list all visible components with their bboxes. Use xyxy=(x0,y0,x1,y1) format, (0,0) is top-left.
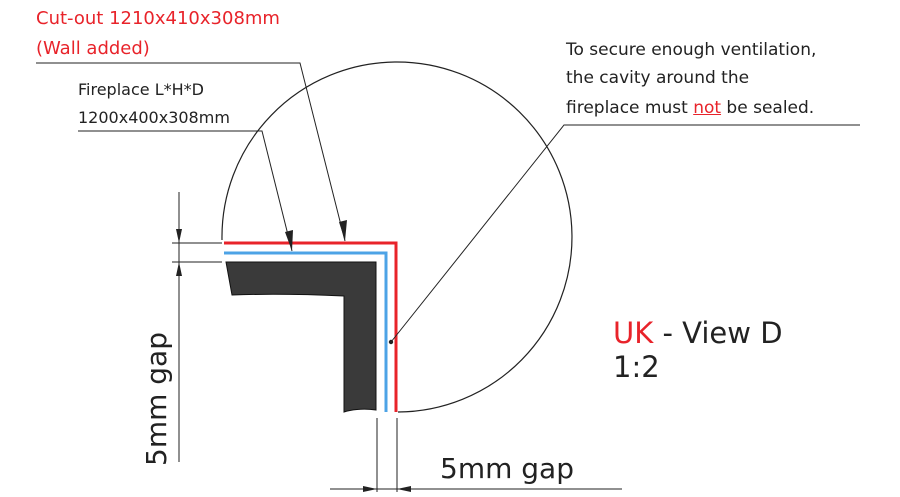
fireplace-label-line2: 1200x400x308mm xyxy=(78,108,230,127)
cutout-label-line2: (Wall added) xyxy=(36,38,150,59)
fireplace-outline xyxy=(224,251,388,412)
hgap-arrow-right xyxy=(397,486,411,492)
cutout-leader-arrow xyxy=(339,220,347,241)
gap-label-vertical: 5mm gap xyxy=(140,332,173,466)
fireplace-leader-arrow xyxy=(285,230,293,251)
cutout-line xyxy=(224,241,398,412)
ventilation-note-pre: fireplace must xyxy=(566,98,694,118)
vgap-arrow-bottom xyxy=(176,262,182,276)
gap-label-horizontal: 5mm gap xyxy=(440,452,574,485)
view-scale: 1:2 xyxy=(613,350,660,384)
ventilation-note-post: be sealed. xyxy=(721,98,815,118)
fireplace-label-line1: Fireplace L*H*D xyxy=(78,80,204,99)
view-title-suffix: - View D xyxy=(653,316,783,350)
note-leader xyxy=(390,124,860,343)
ventilation-note-line3: fireplace must not be sealed. xyxy=(566,98,814,118)
view-title-prefix: UK xyxy=(613,316,654,350)
note-leader-dot xyxy=(388,339,394,345)
ventilation-note-line2: the cavity around the xyxy=(566,68,750,88)
vgap-arrow-top xyxy=(176,229,182,243)
hgap-arrow-left xyxy=(363,486,377,492)
view-title: UK - View D xyxy=(613,316,783,350)
fireplace-leader xyxy=(78,130,293,252)
ventilation-note-emphasis: not xyxy=(693,98,722,118)
cutout-leader xyxy=(36,62,346,242)
fireplace-body xyxy=(225,261,377,413)
detail-circle xyxy=(221,61,573,413)
cutout-label-line1: Cut-out 1210x410x308mm xyxy=(36,8,280,29)
ventilation-note-line1: To secure enough ventilation, xyxy=(566,40,817,60)
